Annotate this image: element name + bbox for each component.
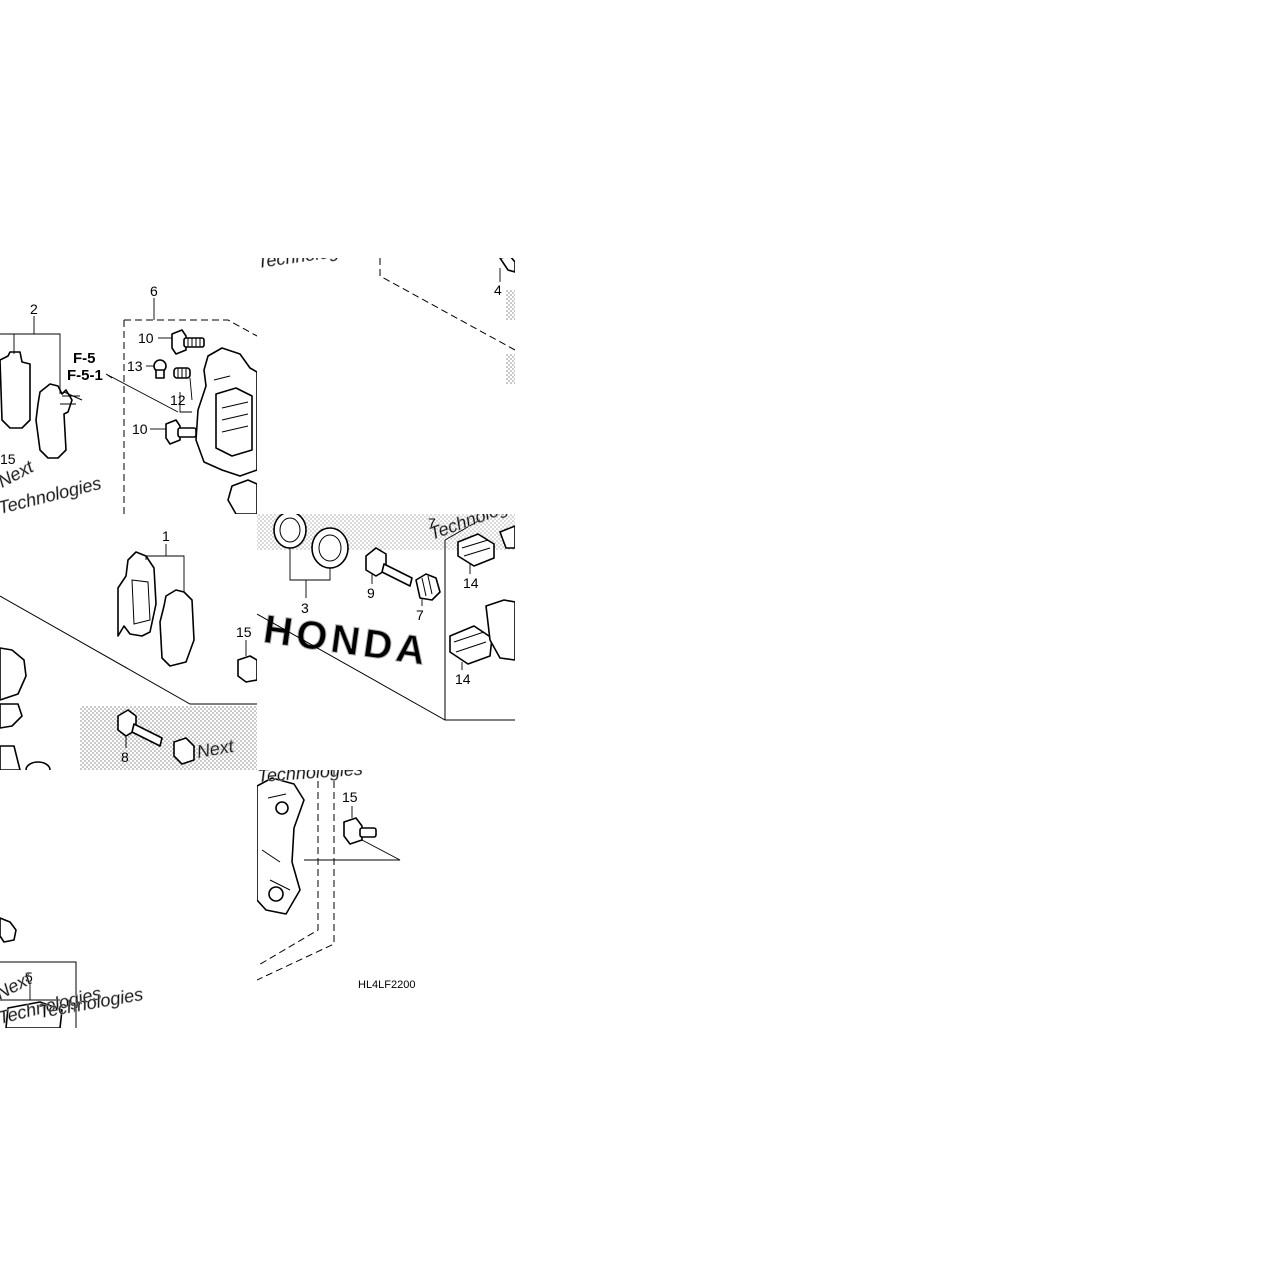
caliper-bracket (257, 777, 305, 915)
caliper-body-fragment (485, 599, 515, 661)
piston-seal (25, 761, 51, 770)
pin-boot-7 (415, 573, 441, 601)
pad-friction-face (131, 579, 151, 625)
callout-14: 14 (463, 575, 479, 591)
callout-9: 9 (367, 585, 375, 601)
caliper-bracket (0, 647, 27, 701)
kit-outline-6 (123, 319, 257, 514)
piston-seal-inner (279, 517, 301, 543)
kit-outline (0, 595, 257, 705)
caliper-detail (213, 375, 249, 433)
tile-middle-right: HONDA 3 9 7 7 14 (257, 514, 515, 721)
callout-12: 12 (170, 392, 186, 408)
caliper-fragment (5, 1001, 63, 1028)
leader-15-bracket (304, 839, 401, 861)
callout-4: 4 (494, 282, 502, 298)
caliper-piston-edge (227, 479, 257, 514)
kit-outline (444, 519, 481, 720)
callout-7: 7 (428, 515, 436, 531)
tile-top-right: 4 Technologies (256, 237, 515, 384)
callout-5: 5 (25, 969, 33, 985)
kit-outline (257, 770, 335, 981)
callout-10: 10 (132, 421, 148, 437)
caliper-body-fragment (499, 525, 515, 549)
dotted-shading (506, 354, 515, 384)
callout-6: 6 (150, 283, 158, 299)
dust-seal-inner (318, 534, 342, 562)
callout-15: 15 (342, 789, 358, 805)
bleed-valve-12 (173, 367, 191, 379)
callout-15: 15 (236, 624, 252, 640)
callout-2: 2 (30, 301, 38, 317)
tile-top-left: 2 6 10 13 12 10 15 F-5 F-5-1 Next Techno… (0, 283, 257, 514)
slide-pin-9 (365, 547, 413, 587)
tile-middle-left: 1 15 8 Next (0, 528, 257, 770)
leader-1 (145, 544, 185, 592)
kit-outline (0, 961, 77, 1028)
reference-label: F-5-1 (67, 367, 103, 384)
watermark-text: Technologies (257, 759, 364, 786)
leader-5 (0, 984, 60, 1001)
slide-pin-8 (117, 709, 195, 765)
dotted-shading (80, 706, 257, 770)
piston-seal (273, 514, 307, 549)
callout-8: 8 (121, 749, 129, 765)
leader-2 (0, 316, 61, 394)
brake-pad-inner (35, 383, 73, 459)
callout-14: 14 (455, 671, 471, 687)
callout-3: 3 (301, 600, 309, 616)
leader-3 (289, 548, 331, 598)
pad-spring-14-lower (449, 625, 493, 665)
watermark-text: Technologies (256, 237, 363, 271)
part-fragment (499, 258, 515, 273)
leader-ref (105, 373, 179, 413)
diagram-code: HL4LF2200 (358, 979, 416, 991)
brake-pad-inner (159, 589, 195, 667)
callout-15: 15 (0, 451, 16, 467)
reference-label: F-5 (73, 350, 96, 367)
caliper-bracket-detail (261, 793, 291, 891)
pad-spring-14-upper (457, 533, 495, 567)
callout-10: 10 (138, 330, 154, 346)
bracket-hole (275, 801, 289, 815)
bolt-10-lower (165, 419, 197, 445)
dust-seal (311, 527, 349, 569)
bleed-cap-13 (153, 359, 167, 379)
bolt-fragment (0, 917, 17, 943)
kit-outline (379, 258, 515, 351)
callout-7: 7 (416, 607, 424, 623)
bracket-hole (268, 886, 284, 902)
piston-fragment (0, 745, 21, 770)
callout-13: 13 (127, 358, 143, 374)
caliper-bracket (0, 703, 23, 729)
tile-bottom-right: 15 HL4LF2200 Technologies (257, 759, 416, 991)
brake-pad-outer (0, 351, 31, 429)
callout-1: 1 (162, 528, 170, 544)
bolt-15 (237, 655, 257, 683)
caliper-window (215, 387, 253, 457)
bolt-15 (343, 817, 377, 845)
pad-pin-clip (60, 391, 83, 405)
leader-12 (179, 377, 193, 413)
bolt-10-upper (171, 329, 205, 355)
dotted-shading (506, 290, 515, 320)
